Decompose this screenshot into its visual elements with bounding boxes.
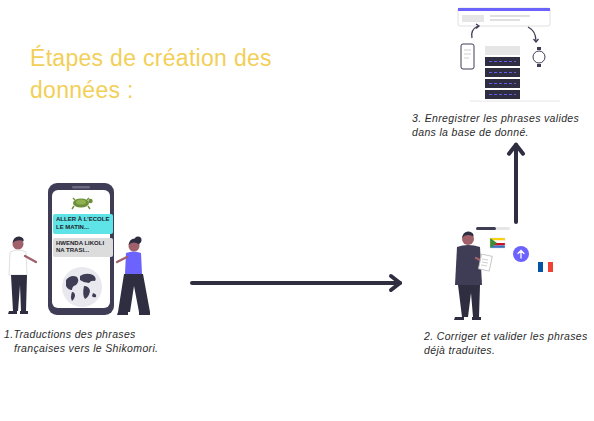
illustration-part: [462, 231, 474, 238]
illustration-part: [11, 275, 27, 311]
illustration-part: [458, 8, 550, 26]
step-caption: 1.Traductions des phrases françaises ver…: [4, 328, 186, 356]
illustration-part: [76, 199, 86, 204]
illustration-part: [538, 262, 543, 272]
illustration-part: [461, 44, 474, 69]
diagram-title: Étapes de création des données :: [30, 42, 305, 106]
illustration-part: [533, 51, 545, 63]
woman-figure: [117, 237, 150, 316]
illustration-part: [476, 227, 510, 230]
comoros-flag: [490, 238, 505, 248]
illustration-part: [129, 238, 140, 245]
server-illustration: [458, 8, 560, 101]
illustration-part: [48, 183, 114, 315]
arrow-head: [391, 276, 400, 290]
illustration-part: [518, 251, 524, 259]
step-caption: 2. Corriger et valider les phrases déjà …: [424, 330, 590, 358]
illustration-part: [481, 259, 488, 266]
arrow-line: [514, 145, 518, 222]
illustration-part: [470, 101, 560, 102]
illustration-part: [534, 39, 539, 42]
illustration-part: [80, 274, 96, 283]
checker-figure: [454, 227, 510, 320]
arrow-head: [509, 145, 523, 154]
illustration-part: [125, 252, 142, 275]
step-group: 2. Corriger et valider les phrases déjà …: [400, 222, 592, 363]
illustration-part: [490, 16, 530, 20]
flow-arrow: [192, 276, 400, 290]
illustration-part: [537, 47, 541, 67]
illustration-part: [490, 238, 497, 248]
illustration-part: [66, 276, 78, 290]
illustration-part: [118, 274, 150, 312]
illustration-part: [117, 257, 127, 262]
illustration-part: [13, 236, 24, 243]
illustration-part: [489, 62, 516, 95]
illustration-part: [458, 285, 480, 317]
illustration-part: [25, 256, 36, 262]
illustration-part: [73, 199, 89, 208]
man-figure: [8, 236, 36, 314]
illustration-part: [88, 199, 92, 203]
illustration-part: [62, 267, 102, 307]
illustration-part: [454, 317, 481, 320]
text-bubble: HWENDA LIKOLI NA TRASI...: [53, 238, 113, 258]
arrow-line: [192, 281, 400, 285]
illustration-part: [458, 8, 550, 11]
illustration-part: [83, 286, 90, 299]
up-icon: [513, 246, 529, 262]
text-bubble: ALLER À L'ECOLE LE MATIN...: [53, 214, 113, 234]
illustration-part: [92, 293, 96, 297]
illustration-part: [71, 292, 75, 301]
illustration-part: [548, 262, 553, 272]
flow-arrow: [509, 145, 523, 222]
illustration-part: [455, 245, 482, 285]
illustration-part: [8, 311, 28, 314]
illustration-part: [490, 238, 505, 248]
france-flag: [538, 262, 553, 272]
illustration-part: [543, 262, 548, 272]
illustration-part: [476, 227, 496, 230]
illustration-part: [9, 250, 27, 275]
illustration-part: [476, 24, 479, 29]
illustration-part: [513, 246, 529, 262]
step-group: 3. Enregistrer les phrases valides dans …: [408, 4, 592, 145]
bubble-text: HWENDA LIKOLI NA TRASI...: [53, 238, 113, 258]
step-caption: 3. Enregistrer les phrases valides dans …: [412, 112, 590, 140]
step-group: 1.Traductions des phrases françaises ver…: [4, 180, 192, 361]
illustration-part: [117, 312, 150, 315]
phone-illustration: [48, 183, 114, 315]
bubble-text: ALLER À L'ECOLE LE MATIN...: [53, 214, 113, 234]
illustration-part: [485, 46, 520, 55]
illustration-part: [72, 186, 90, 189]
illustration-part: [462, 15, 484, 22]
illustration-part: [464, 50, 471, 58]
illustration-part: [72, 198, 90, 209]
illustration-part: [478, 254, 492, 271]
illustration-part: [528, 27, 536, 41]
